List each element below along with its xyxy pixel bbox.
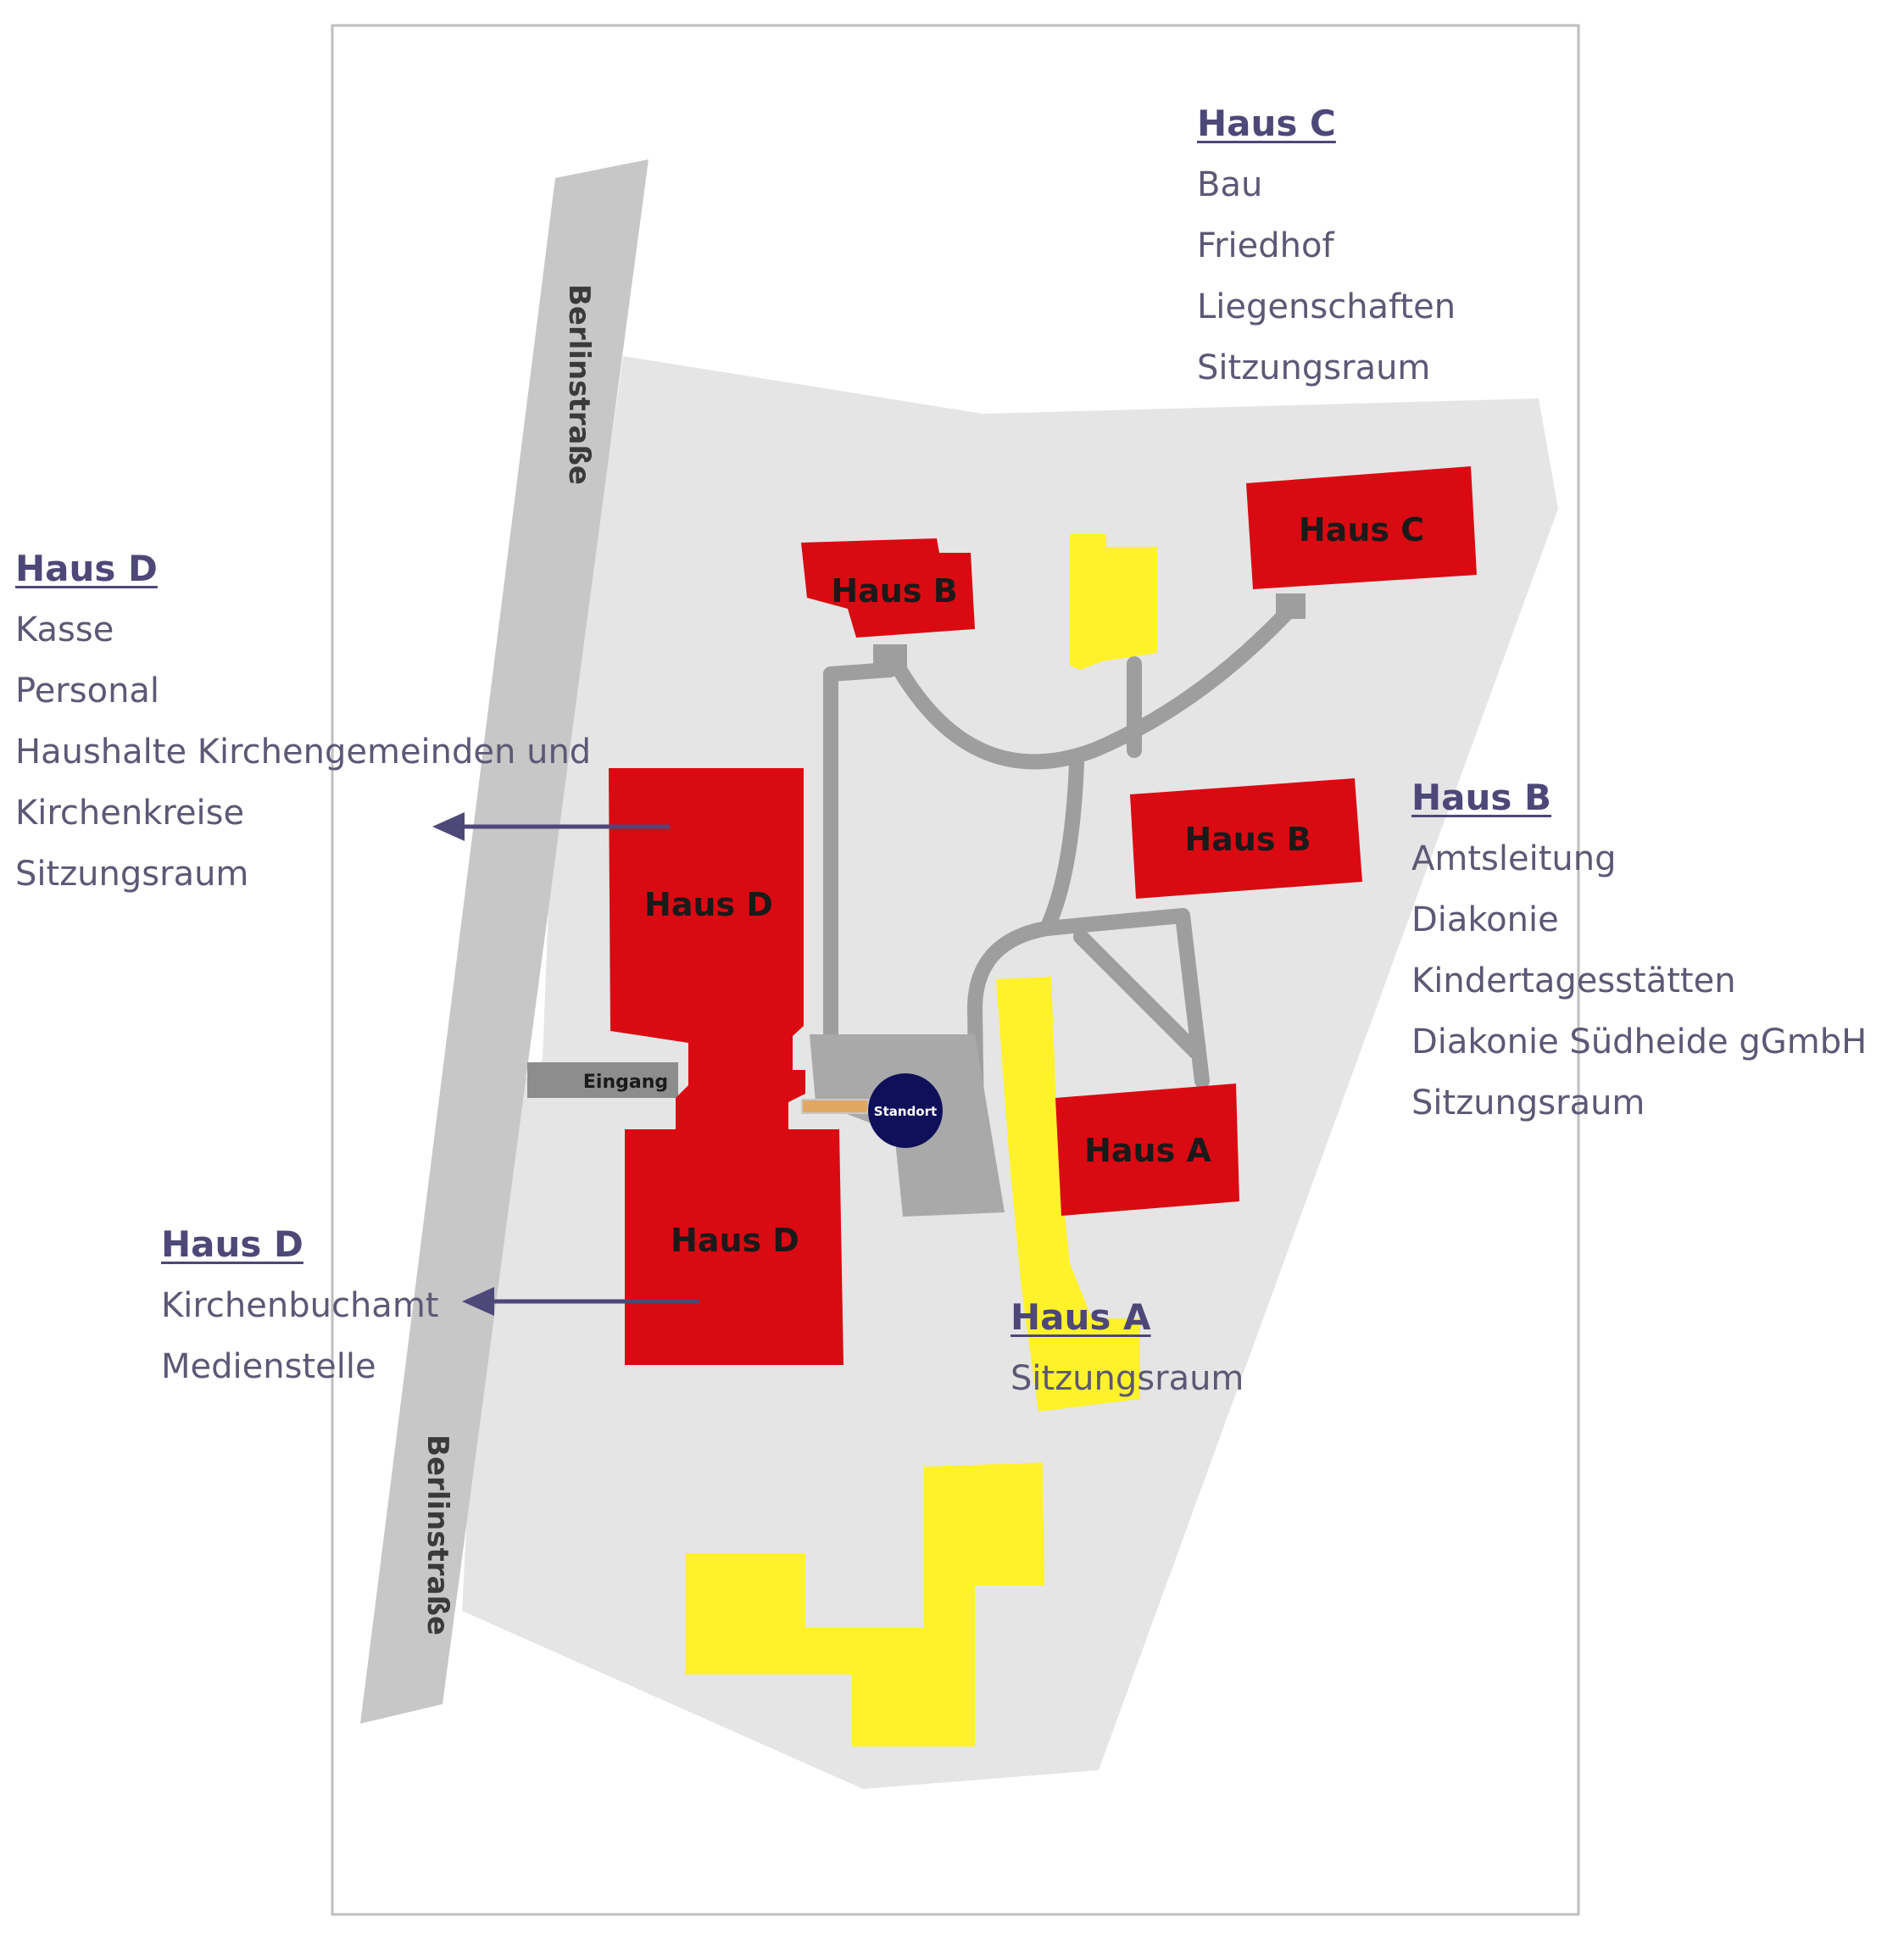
street-label-top: Berlinstraße	[562, 284, 596, 485]
legend-haus-b-item: Amtsleitung	[1411, 839, 1617, 878]
legend-haus-d-north: Haus D Kasse Personal Haushalte Kircheng…	[15, 538, 591, 905]
legend-haus-d-north-item: Haushalte Kirchengemeinden und	[15, 733, 592, 772]
label-haus-d-north: Haus D	[644, 886, 773, 923]
arrow-haus-d-south	[462, 1287, 699, 1316]
legend-haus-a-item: Sitzungsraum	[1010, 1359, 1244, 1398]
legend-haus-b-title: Haus B	[1411, 777, 1552, 818]
entrance-path	[527, 1062, 678, 1098]
main-buildings	[609, 466, 1477, 1365]
legend-haus-b-item: Diakonie Südheide gGmbH	[1411, 1022, 1868, 1061]
arrow-haus-d-north	[432, 812, 670, 841]
berlinstrasse-street	[360, 159, 649, 1724]
legend-haus-c-title: Haus C	[1197, 103, 1336, 144]
legend-haus-d-south-item: Medienstelle	[161, 1347, 376, 1386]
legend-haus-b-item: Diakonie	[1411, 900, 1559, 939]
label-haus-a: Haus A	[1084, 1132, 1211, 1169]
marker-connector	[801, 1099, 869, 1114]
legend-haus-d-north-item: Kasse	[15, 610, 114, 649]
path-junction-haus-b	[873, 644, 907, 670]
legend-haus-c-item: Liegenschaften	[1197, 287, 1456, 326]
path-junction-haus-c	[1276, 593, 1306, 619]
legend-haus-d-south-item: Kirchenbuchamt	[161, 1286, 439, 1325]
building-haus-d	[609, 768, 843, 1365]
legend-haus-a: Haus A Sitzungsraum	[1010, 1287, 1244, 1409]
footpaths	[823, 594, 1305, 1135]
legend-haus-b-item: Kindertagesstätten	[1411, 961, 1736, 1000]
legend-haus-d-south: Haus D Kirchenbuchamt Medienstelle	[161, 1214, 438, 1397]
standort-marker	[868, 1073, 943, 1148]
legend-haus-d-north-title: Haus D	[15, 548, 158, 589]
label-haus-c: Haus C	[1299, 511, 1424, 549]
standort-label: Standort	[874, 1104, 937, 1119]
annex-north	[1070, 534, 1157, 670]
legend-haus-b: Haus B Amtsleitung Diakonie Kindertagess…	[1411, 767, 1867, 1134]
legend-haus-c-item: Friedhof	[1197, 226, 1334, 265]
building-haus-b	[1130, 778, 1362, 899]
legend-haus-c-item: Sitzungsraum	[1197, 348, 1431, 387]
legend-haus-b-item: Sitzungsraum	[1411, 1084, 1645, 1123]
legend-haus-d-north-item: Personal	[15, 671, 160, 710]
legend-haus-d-north-item: Kirchenkreise	[15, 794, 245, 833]
entrance-label: Eingang	[583, 1072, 668, 1093]
legend-haus-a-title: Haus A	[1010, 1296, 1151, 1338]
label-haus-b-small: Haus B	[831, 572, 957, 610]
label-haus-d-south: Haus D	[671, 1222, 799, 1259]
annex-south	[685, 1462, 1044, 1747]
legend-haus-c-item: Bau	[1197, 165, 1263, 204]
annex-buildings	[685, 534, 1157, 1747]
legend-haus-c: Haus C Bau Friedhof Liegenschaften Sitzu…	[1197, 93, 1456, 398]
label-haus-b: Haus B	[1184, 821, 1311, 858]
annex-strip-haus-a	[996, 977, 1140, 1412]
street-label-bottom: Berlinstraße	[420, 1435, 454, 1635]
legend-haus-d-north-item: Sitzungsraum	[15, 855, 249, 894]
building-haus-c	[1246, 466, 1477, 589]
legend-haus-d-south-title: Haus D	[161, 1223, 303, 1265]
building-haus-b-small	[801, 538, 975, 638]
building-haus-a	[1055, 1084, 1239, 1216]
